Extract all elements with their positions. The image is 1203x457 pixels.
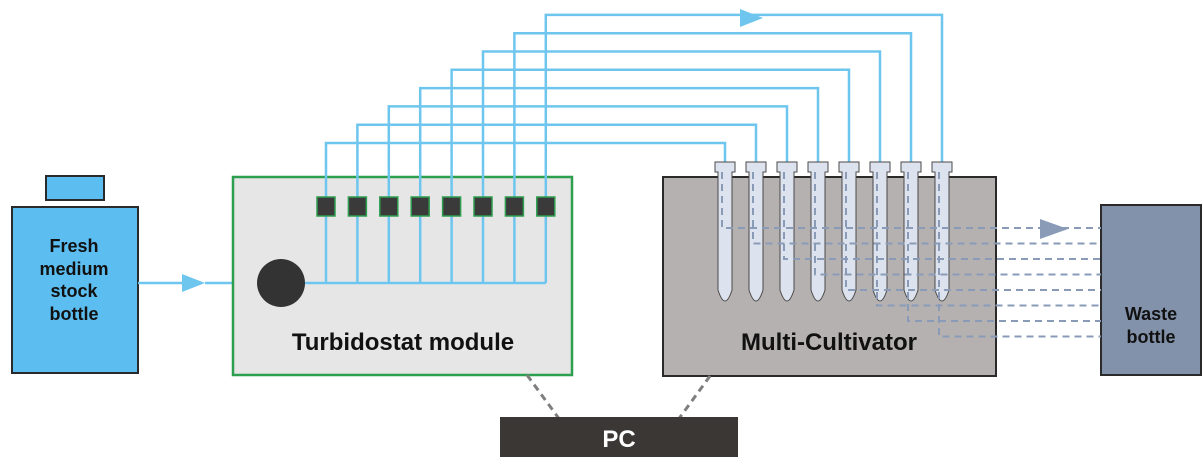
waste-line-1 (721, 172, 1101, 229)
waste-arrow-head (1040, 219, 1068, 239)
culture-tube-6 (869, 161, 891, 302)
feed-route-4 (418, 86, 820, 198)
waste-line-4 (814, 172, 1101, 276)
fresh-bottle-label: Fresh medium stock bottle (39, 236, 109, 324)
turbidostat-label: Turbidostat module (291, 329, 515, 356)
waste-bottle-label: Waste bottle (1124, 304, 1178, 347)
pc-box (500, 417, 738, 457)
fresh-bottle-cap (45, 175, 105, 201)
feed-route-3 (387, 105, 789, 198)
feed-route-2 (356, 123, 758, 198)
sensor-5 (441, 196, 462, 217)
culture-tube-8 (931, 161, 953, 302)
sensor-6 (473, 196, 493, 217)
multi-cultivator-label: Multi-Cultivator (741, 329, 917, 356)
sensor-3 (379, 196, 399, 217)
waste-line-7 (907, 172, 1101, 322)
waste-bottle (1100, 204, 1202, 376)
waste-line-5 (845, 172, 1101, 291)
sensor-8 (536, 196, 556, 217)
culture-tube-5 (838, 161, 860, 302)
culture-tube-2 (745, 161, 767, 302)
sensor-7 (504, 196, 525, 217)
pc-link-cultivator (676, 375, 712, 421)
culture-tube-7 (900, 161, 922, 302)
route-arrow-head (740, 9, 763, 27)
culture-tube-3 (776, 161, 798, 302)
sensor-2 (347, 196, 368, 217)
feed-route-6 (481, 50, 882, 198)
feed-route-5 (450, 68, 851, 198)
culture-tube-1 (714, 161, 736, 302)
feed-route-7 (513, 31, 913, 198)
feed-route-1 (324, 141, 727, 198)
pump (257, 259, 305, 307)
waste-line-8 (938, 172, 1101, 338)
pc-label: PC (602, 426, 636, 453)
waste-line-6 (876, 172, 1101, 307)
sensor-4 (410, 196, 430, 217)
waste-line-3 (783, 172, 1101, 260)
culture-tube-4 (807, 161, 829, 302)
pc-link-turbidostat (525, 374, 562, 421)
sensor-1 (316, 196, 336, 217)
waste-line-2 (752, 172, 1101, 245)
feed-arrow-head (182, 274, 205, 292)
fresh-medium-bottle (11, 206, 139, 374)
